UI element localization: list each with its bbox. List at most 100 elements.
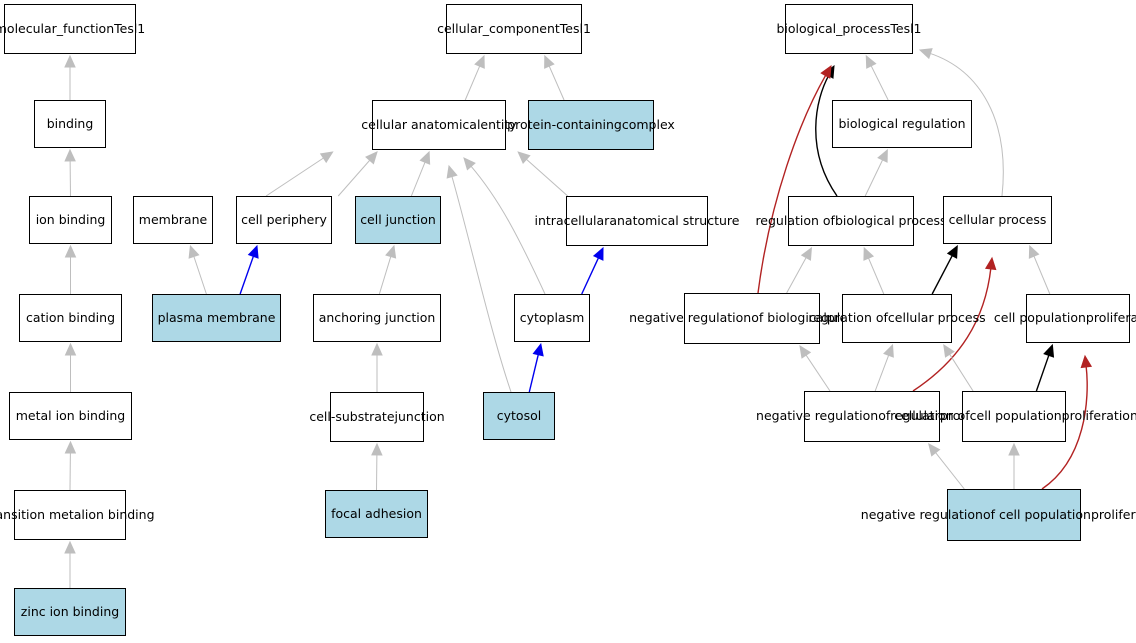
node-biological-regulation[interactable]: biological regulation [832, 100, 972, 148]
edge-transition-metal-is-a-metal-ion-binding-arrowhead [64, 440, 77, 454]
node-label: cytosol [496, 407, 542, 423]
node-cell-periphery[interactable]: cell periphery [236, 196, 332, 244]
edge-plasma-membrane-part-of-cell-periphery [239, 255, 255, 295]
node-regulation-of-cellular-process[interactable]: regulation of cellular process [808, 294, 986, 343]
edge-cell-junction-is-a-cell-anat-entity-arrowhead [419, 150, 431, 165]
node-membrane[interactable]: membrane [133, 196, 213, 244]
node-label: proliferation [1085, 310, 1136, 326]
node-cell-population-proliferation[interactable]: cell population proliferation [994, 294, 1136, 343]
edge-bio-regulation-is-a-bp-root-arrowhead [865, 54, 877, 69]
node-label: cation binding [25, 309, 116, 325]
node-label: regulation of [890, 408, 970, 424]
node-zinc-ion-binding[interactable]: zinc ion binding [14, 588, 126, 636]
node-label: transition metal [0, 506, 85, 522]
edge-reg-cell-pop-regulates-cell-pop-prolif-arrowhead [1043, 343, 1055, 358]
edge-cell-periphery-is-a-cell-anat-entity-arrowhead [365, 151, 378, 165]
node-label: cellular anatomical [361, 116, 481, 132]
edge-neg-reg-cell-pop-is-a-reg-cell-pop-arrowhead [1008, 442, 1020, 456]
edge-neg-reg-cell-pop-negatively-regulates-cell-pop-prolif-arrowhead [1080, 354, 1093, 369]
node-intracellular-anatomical-structure[interactable]: intracellular anatomical structure [535, 196, 739, 246]
edge-focal-adhesion-is-a-cell-substrate-arrowhead [371, 442, 383, 456]
node-protein-containing-complex[interactable]: protein-containing complex [507, 100, 675, 150]
node-label: ion binding [35, 211, 106, 227]
node-label: binding [46, 115, 94, 131]
edge-cytosol-is-a-cell-anat-entity [451, 175, 512, 393]
edge-plasma-membrane-is-a-membrane [193, 255, 207, 295]
edge-neg-reg-cell-is-a-neg-reg-bio [805, 354, 831, 392]
node-negative-regulation-of-cell-population-proliferation[interactable]: negative regulation of cell population p… [861, 489, 1136, 541]
edge-anchoring-junction-is-a-cell-junction [378, 255, 392, 295]
edge-anchoring-junction-is-a-cell-junction-arrowhead [385, 244, 397, 259]
node-label: biological process [834, 212, 947, 228]
edge-ion-binding-is-a-binding-arrowhead [64, 148, 76, 162]
node-cation-binding[interactable]: cation binding [19, 294, 122, 342]
node-cellular-process[interactable]: cellular process [943, 196, 1052, 244]
node-label: cell population [969, 408, 1062, 424]
edge-bio-regulation-is-a-bp-root [870, 64, 889, 101]
node-binding[interactable]: binding [34, 100, 106, 148]
node-label: of cell population [982, 506, 1091, 522]
node-metal-ion-binding[interactable]: metal ion binding [9, 392, 132, 440]
node-label: Tesl1 [559, 20, 591, 36]
node-cellular-component-root[interactable]: cellular_component Tesl1 [437, 4, 591, 54]
node-label: Tesl1 [114, 20, 146, 36]
node-label: complex [621, 116, 675, 132]
node-regulation-of-biological-process[interactable]: regulation of biological process [755, 196, 947, 246]
node-plasma-membrane[interactable]: plasma membrane [152, 294, 281, 342]
node-label: molecular_function [0, 20, 115, 36]
node-biological-process-root[interactable]: biological_process Tesl1 [777, 4, 922, 54]
edge-binding-is-a-mf-root-arrowhead [64, 54, 76, 68]
node-label: cell-substrate [309, 408, 395, 424]
node-anchoring-junction[interactable]: anchoring junction [313, 294, 441, 342]
edge-cellular-process-is-a-bp-root-arrowhead [918, 48, 933, 60]
node-label: proliferation [1061, 408, 1136, 424]
edge-cell-anat-entity-is-a-cc-root-arrowhead [474, 54, 485, 69]
node-molecular-function-root[interactable]: molecular_function Tesl1 [0, 4, 145, 54]
edge-reg-bio-process-is-a-bio-regulation-arrowhead [877, 148, 888, 163]
node-label: cellular process [948, 211, 1047, 227]
node-cytosol[interactable]: cytosol [483, 392, 555, 440]
node-label: negative regulation [756, 408, 879, 424]
edge-protein-complex-is-a-cc-root [548, 64, 565, 101]
edge-reg-bio-process-regulates-bp-root [815, 74, 838, 197]
edge-cation-binding-is-a-ion-binding-arrowhead [64, 244, 77, 258]
edge-reg-cell-process-is-a-reg-bio-process [867, 257, 885, 295]
edge-reg-cell-process-regulates-cellular-process [931, 254, 954, 295]
node-label: of biological [751, 310, 827, 326]
node-cell-junction[interactable]: cell junction [355, 196, 441, 244]
edge-neg-reg-bio-is-a-reg-bio-process-arrowhead [800, 246, 812, 261]
node-label: regulation of [808, 310, 888, 326]
edge-neg-reg-cell-is-a-neg-reg-bio-arrowhead [799, 344, 812, 359]
edge-cell-junction-is-a-cell-anat-entity [410, 161, 426, 197]
edge-neg-reg-cell-pop-is-a-neg-reg-cell [934, 451, 965, 490]
node-negative-regulation-of-biological-process[interactable]: negative regulation of biological proces… [629, 293, 875, 344]
edge-cell-anat-entity-is-a-cc-root [464, 65, 481, 101]
edge-plasma-membrane-part-of-cell-periphery-arrowhead [247, 244, 259, 259]
node-label: metal ion binding [15, 407, 126, 423]
edge-cellular-process-is-a-bp-root [929, 52, 1004, 197]
node-label: of cellular [878, 408, 940, 424]
node-regulation-of-cell-population-proliferation[interactable]: regulation of cell population proliferat… [890, 391, 1136, 442]
node-cytoplasm[interactable]: cytoplasm [514, 294, 590, 342]
edge-zinc-ion-binding-is-a-transition-metal-arrowhead [64, 540, 76, 554]
node-ion-binding[interactable]: ion binding [29, 196, 112, 244]
node-label: cellular process [887, 310, 986, 326]
node-label: zinc ion binding [20, 603, 120, 619]
node-label: entity [480, 116, 517, 132]
node-label: membrane [138, 211, 208, 227]
node-cell-substrate-junction[interactable]: cell-substrate junction [309, 392, 445, 442]
edge-cytoplasm-is-a-cell-anat-entity-arrowhead [463, 157, 476, 171]
node-cellular-anatomical-entity[interactable]: cellular anatomical entity [361, 100, 517, 150]
node-label: cytoplasm [519, 309, 585, 325]
node-focal-adhesion[interactable]: focal adhesion [325, 490, 428, 538]
node-label: junction [394, 408, 445, 424]
edge-cytosol-part-of-cytoplasm-arrowhead [532, 342, 544, 357]
edge-neg-reg-bio-negatively-regulates-bp-root-arrowhead [820, 64, 832, 79]
edge-cell-periphery-is-a-cell-anat-entity [337, 159, 371, 197]
node-transition-metal-ion-binding[interactable]: transition metal ion binding [0, 490, 155, 540]
edge-membrane-is-a-cell-anat-entity-arrowhead [319, 151, 334, 164]
edge-intracellular-is-a-cell-anat-entity [525, 158, 569, 197]
node-label: plasma membrane [157, 309, 276, 325]
node-label: ion binding [84, 506, 155, 522]
node-label: cellular_component [437, 20, 560, 36]
